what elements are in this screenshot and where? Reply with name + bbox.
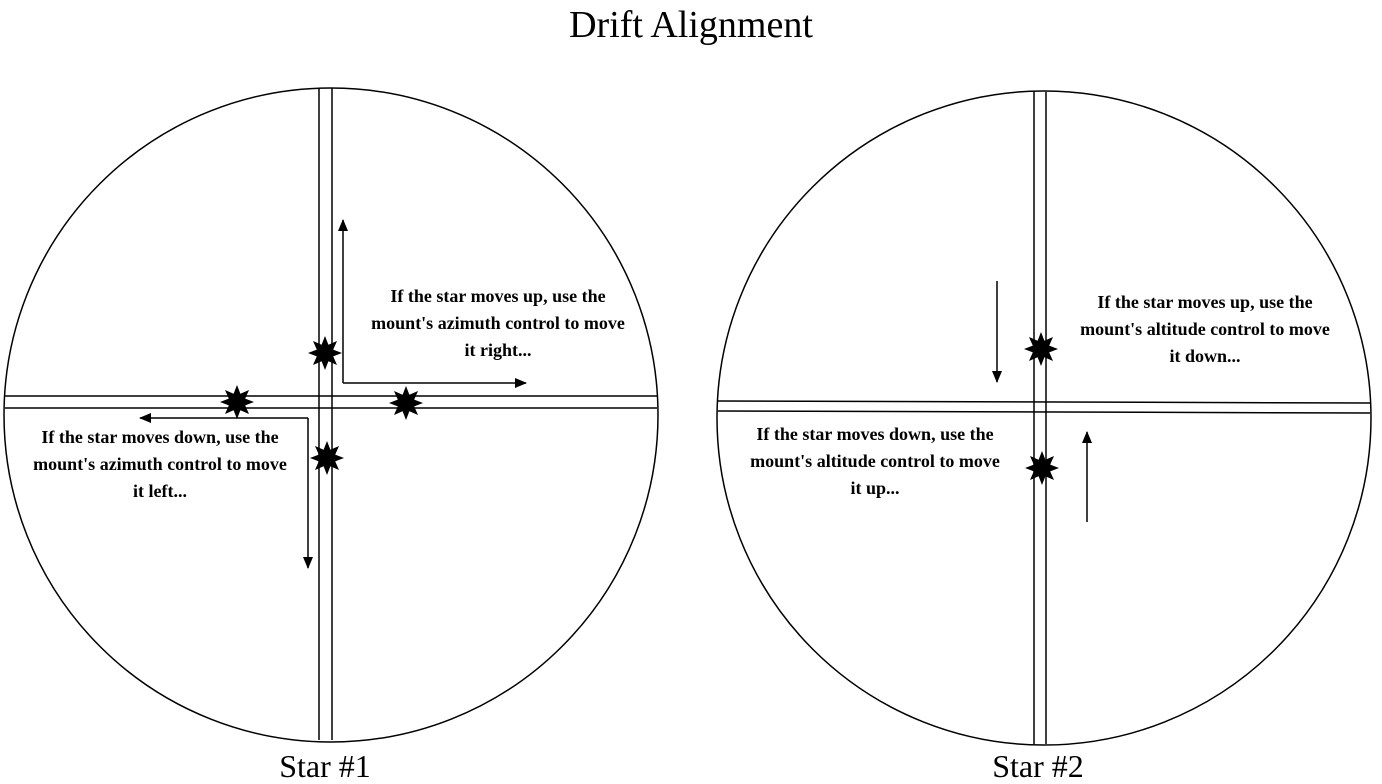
star-icon [310,441,344,475]
eyepiece-star-1 [3,87,659,743]
star-icon [389,386,423,420]
page-title: Drift Alignment [569,4,813,46]
star-icon [308,336,342,370]
star-2-note-down: If the star moves down, use the mount's … [750,424,1000,498]
star-1-label: Star #1 [279,748,371,784]
star-2-note-up: If the star moves up, use the mount's al… [1080,292,1330,366]
star-icon [1024,332,1058,366]
star-1-note-down: If the star moves down, use the mount's … [33,427,287,501]
star-icon [1025,451,1059,485]
crosshair-horizontal-top [717,400,1371,404]
star-1-note-up: If the star moves up, use the mount's az… [371,286,625,360]
eyepiece-field-circle [3,87,659,743]
eyepiece-star-2 [716,90,1372,746]
eyepiece-field-circle [716,90,1372,746]
crosshair-horizontal-bottom [717,410,1371,414]
star-2-label: Star #2 [992,748,1084,784]
star-icon [220,385,254,419]
